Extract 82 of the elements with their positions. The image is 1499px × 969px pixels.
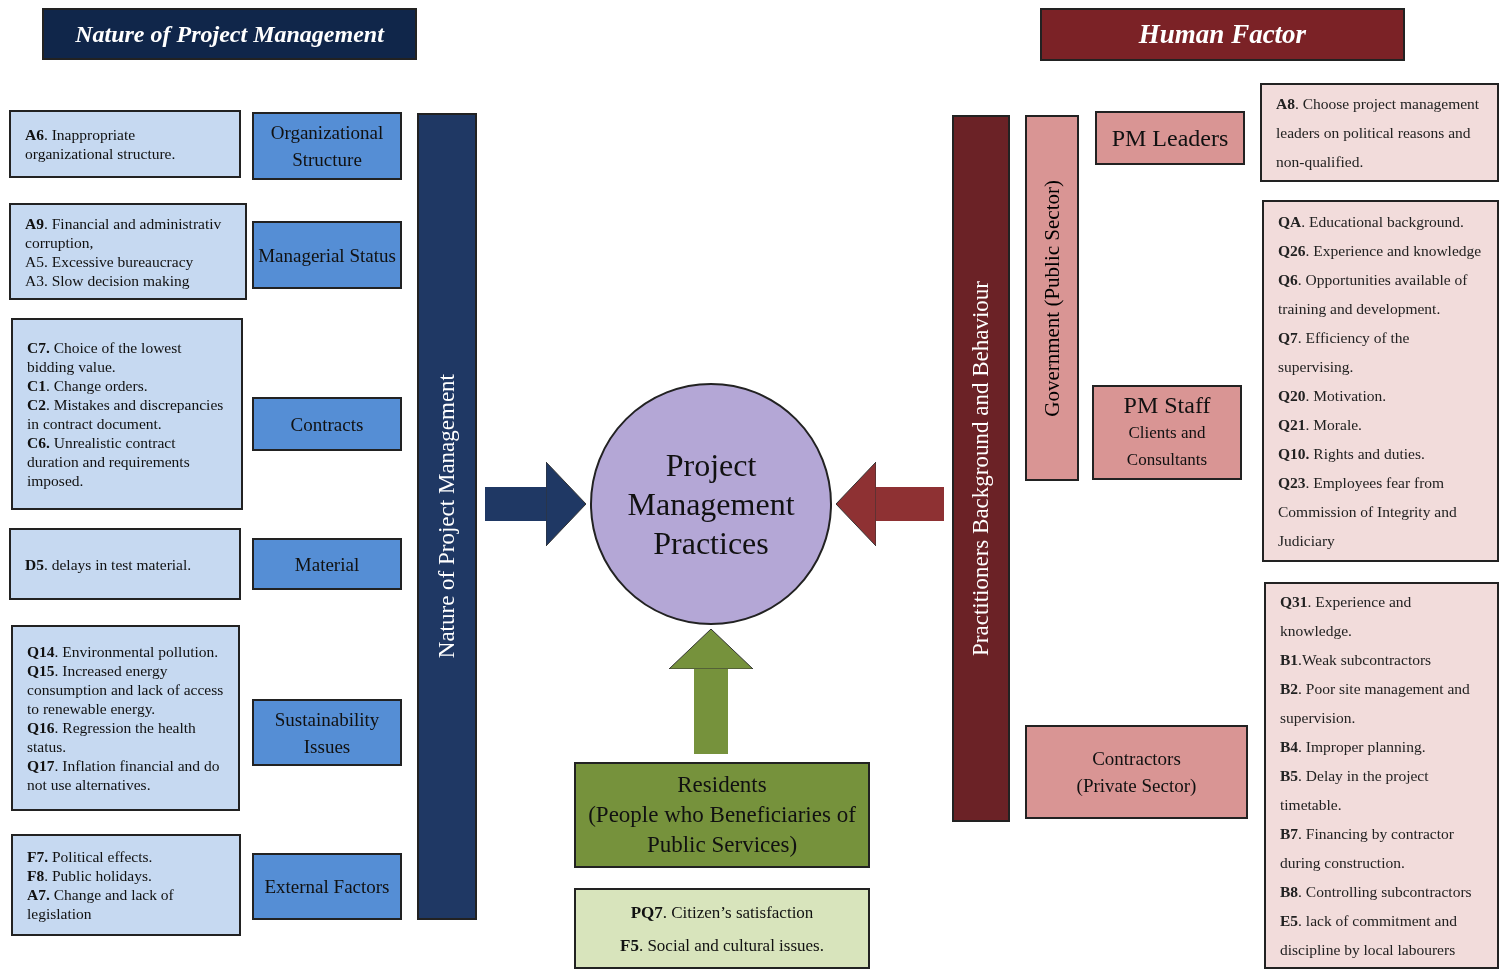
item-text: Q7. Efficiency of the supervising. xyxy=(1278,328,1411,377)
category-box xyxy=(252,538,402,590)
residents-label: Residents xyxy=(677,771,767,799)
category-label: PM Staff xyxy=(1123,392,1211,419)
band-label: Nature of Project Management xyxy=(434,374,460,659)
item-text: Q6. Opportunities available of training and development. xyxy=(1278,270,1469,319)
category-box xyxy=(1092,385,1242,480)
item-text: D5. delays in test material. xyxy=(25,554,192,574)
description-box xyxy=(1262,200,1499,562)
item-text: C6. Unrealistic contract duration and requirements imposed. xyxy=(27,433,191,490)
item-text: Q21. Morale. xyxy=(1278,415,1363,435)
circle-label: Project Management Practices xyxy=(626,445,796,563)
category-label: Clients and Consultants xyxy=(1125,422,1209,471)
item-text: B5. Delay in the project timetable. xyxy=(1280,766,1430,815)
item-text: PQ7. Citizen’s satisfaction xyxy=(630,901,814,924)
category-label: Managerial Status xyxy=(258,243,396,268)
description-box xyxy=(11,625,240,811)
category-box xyxy=(252,397,402,451)
item-text: F5. Social and cultural issues. xyxy=(620,934,824,957)
item-text: Q23. Employees fear from Commission of Integrity and Judiciary xyxy=(1278,473,1458,551)
category-label: Organizational Structure xyxy=(269,121,385,172)
vertical-band xyxy=(417,113,477,920)
description-box xyxy=(1260,83,1499,182)
band-label: Government (Public Sector) xyxy=(1039,179,1065,417)
category-box xyxy=(252,112,402,180)
item-text: F7. Political effects. xyxy=(27,847,153,866)
item-text: Q14. Environmental pollution. xyxy=(27,642,219,661)
item-text: E5. lack of commitment and discipline by local labourers xyxy=(1280,911,1458,960)
residents-box xyxy=(574,762,870,868)
description-box xyxy=(9,203,247,300)
item-text: Q15. Increased energy consumption and lack of access to renewable energy. xyxy=(27,661,224,718)
category-box xyxy=(252,221,402,289)
category-box xyxy=(252,853,402,920)
description-box xyxy=(9,528,241,600)
item-text: A3. Slow decision making xyxy=(25,270,190,290)
description-box xyxy=(9,110,241,178)
item-text: A9. Financial and administrativ corruption, xyxy=(25,213,223,252)
residents-label: (People who Beneficiaries of Public Services) xyxy=(587,801,857,859)
block-arrow xyxy=(835,461,944,547)
description-box xyxy=(11,834,241,936)
item-text: B8. Controlling subcontractors xyxy=(1280,882,1473,902)
category-label: Sustainability Issues xyxy=(273,707,381,759)
item-text: F8. Public holidays. xyxy=(27,866,152,885)
item-text: Q31. Experience and knowledge. xyxy=(1280,592,1413,641)
item-text: B4. Improper planning. xyxy=(1280,737,1427,757)
item-text: C1. Change orders. xyxy=(27,376,148,395)
category-box xyxy=(1025,725,1248,819)
description-box xyxy=(1264,582,1499,969)
item-text: C7. Choice of the lowest bidding value. xyxy=(27,338,183,376)
title-text: Nature of Project Management xyxy=(75,20,384,48)
category-label: Material xyxy=(294,552,360,577)
title-text: Human Factor xyxy=(1138,21,1307,48)
item-text: B7. Financing by contractor during construction. xyxy=(1280,824,1455,873)
vertical-band xyxy=(1025,115,1079,481)
item-text: QA. Educational background. xyxy=(1278,212,1465,232)
item-text: Q16. Regression the health status. xyxy=(27,718,197,756)
item-text: C2. Mistakes and discrepancies in contract document. xyxy=(27,395,225,433)
item-text: B2. Poor site management and supervision. xyxy=(1280,679,1471,728)
category-label: (Private Sector) xyxy=(1076,774,1197,798)
description-box xyxy=(574,888,870,969)
item-text: A6. Inappropriate organizational structure. xyxy=(25,125,177,163)
vertical-band xyxy=(952,115,1010,822)
title-banner xyxy=(1040,8,1405,61)
category-box xyxy=(1095,111,1245,165)
item-text: A5. Excessive bureaucracy xyxy=(25,251,194,271)
item-text: Q10. Rights and duties. xyxy=(1278,444,1426,464)
item-text: Q26. Experience and knowledge xyxy=(1278,241,1483,261)
block-arrow xyxy=(668,628,754,754)
category-label: Contracts xyxy=(290,412,364,437)
category-box xyxy=(252,699,402,766)
category-label: External Factors xyxy=(264,875,390,899)
item-text: B1.Weak subcontractors xyxy=(1280,650,1433,670)
block-arrow xyxy=(485,461,587,547)
category-label: Contractors xyxy=(1092,747,1181,771)
item-text: A7. Change and lack of legislation xyxy=(27,885,175,923)
title-banner xyxy=(42,8,417,60)
item-text: Q20. Motivation. xyxy=(1278,386,1388,406)
item-text: Q17. Inflation financial and do not use alternatives. xyxy=(27,756,221,794)
item-text: A8. Choose project management leaders on political reasons and non-qualified. xyxy=(1276,94,1481,172)
category-label: PM Leaders xyxy=(1111,124,1229,152)
description-box xyxy=(11,318,243,510)
band-label: Practitioners Background and Behaviour xyxy=(968,281,994,656)
